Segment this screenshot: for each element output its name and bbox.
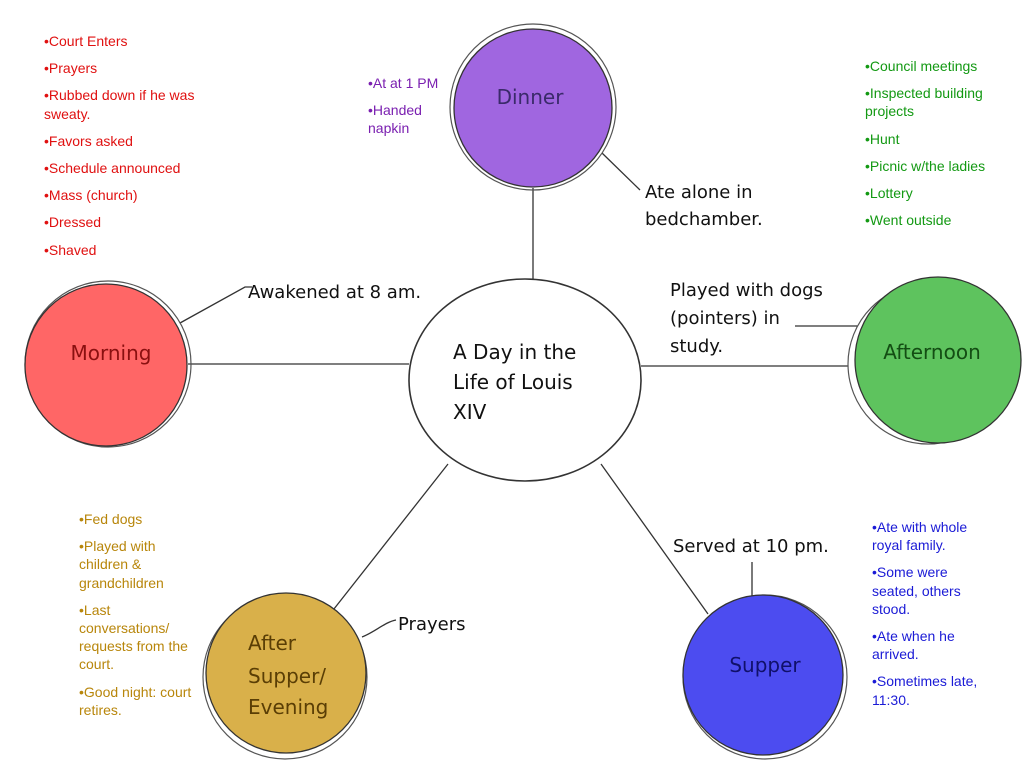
center-node-label: A Day in the Life of Louis XIV bbox=[453, 340, 583, 424]
supper-list-item: Some were seated, others stood. bbox=[872, 563, 992, 618]
afternoon-list-item: Went outside bbox=[865, 211, 1000, 229]
evening-list-item: Fed dogs bbox=[79, 510, 199, 528]
node-supper-label: Supper bbox=[729, 653, 801, 677]
node-evening-label: After Supper/ Evening bbox=[248, 631, 332, 719]
morning-activities-list: Court EntersPrayersRubbed down if he was… bbox=[44, 32, 204, 268]
morning-list-item: Prayers bbox=[44, 59, 204, 77]
afternoon-list-item: Lottery bbox=[865, 184, 1000, 202]
connector-evening bbox=[329, 463, 449, 615]
afternoon-list-item: Inspected building projects bbox=[865, 84, 1000, 120]
node-morning-label: Morning bbox=[71, 341, 152, 365]
center-node bbox=[408, 278, 642, 482]
callout-morning: Awakened at 8 am. bbox=[248, 282, 421, 303]
morning-list-item: Favors asked bbox=[44, 132, 204, 150]
node-afternoon-circle bbox=[854, 276, 1022, 444]
node-morning: Morning bbox=[24, 280, 192, 448]
evening-list-item: Last conversations/ requests from the co… bbox=[79, 601, 199, 674]
node-supper-circle bbox=[682, 594, 844, 756]
node-dinner-label: Dinner bbox=[497, 85, 565, 109]
supper-list-item: Ate with whole royal family. bbox=[872, 518, 992, 554]
morning-list-item: Shaved bbox=[44, 241, 204, 259]
leader-dinner bbox=[601, 152, 641, 191]
morning-list-item: Dressed bbox=[44, 213, 204, 231]
leader-morning bbox=[179, 286, 252, 324]
node-evening: After Supper/ Evening bbox=[202, 592, 368, 760]
node-afternoon-label: Afternoon bbox=[883, 340, 981, 364]
node-evening-circle bbox=[205, 592, 367, 754]
node-supper: Supper bbox=[682, 594, 848, 760]
afternoon-list-item: Picnic w/the ladies bbox=[865, 157, 1000, 175]
callout-evening: Prayers bbox=[398, 614, 465, 635]
evening-list-item: Played with children & grandchildren bbox=[79, 537, 199, 592]
node-afternoon: Afternoon bbox=[847, 276, 1022, 445]
supper-notes-list: Ate with whole royal family. Some were se… bbox=[872, 518, 992, 718]
afternoon-list-item: Hunt bbox=[865, 130, 1000, 148]
dinner-list-item: At at 1 PM bbox=[368, 74, 458, 92]
callout-dinner: Ate alone in bedchamber. bbox=[645, 182, 763, 230]
afternoon-list-item: Council meetings bbox=[865, 57, 1000, 75]
morning-list-item: Schedule announced bbox=[44, 159, 204, 177]
callout-afternoon: Played with dogs (pointers) in study. bbox=[670, 280, 829, 357]
connector-supper bbox=[600, 463, 709, 615]
leader-evening bbox=[361, 619, 397, 638]
evening-activities-list: Fed dogsPlayed with children & grandchil… bbox=[79, 510, 199, 728]
leader-afternoon bbox=[795, 321, 866, 327]
afternoon-activities-list: Council meetingsInspected building proje… bbox=[865, 57, 1000, 238]
dinner-list-item: Handed napkin bbox=[368, 101, 458, 137]
morning-list-item: Court Enters bbox=[44, 32, 204, 50]
evening-list-item: Good night: court retires. bbox=[79, 683, 199, 719]
morning-list-item: Mass (church) bbox=[44, 186, 204, 204]
morning-list-item: Rubbed down if he was sweaty. bbox=[44, 86, 204, 122]
dinner-notes-list: At at 1 PM Handed napkin bbox=[368, 74, 458, 147]
node-morning-circle bbox=[24, 283, 188, 447]
callout-supper: Served at 10 pm. bbox=[673, 536, 829, 557]
node-dinner: Dinner bbox=[449, 23, 617, 191]
supper-list-item: Sometimes late, 11:30. bbox=[872, 672, 992, 708]
supper-list-item: Ate when he arrived. bbox=[872, 627, 992, 663]
